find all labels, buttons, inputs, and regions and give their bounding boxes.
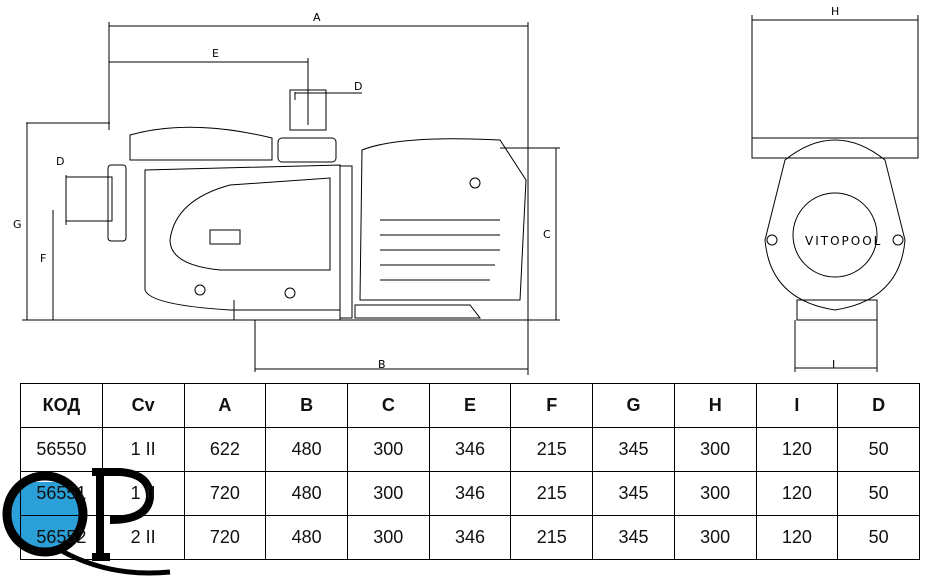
header-f: F <box>510 383 594 428</box>
header-c: C <box>346 383 430 428</box>
cell: 345 <box>592 427 675 472</box>
cell: 300 <box>673 427 757 472</box>
cell: 345 <box>592 471 675 516</box>
cell: 345 <box>592 515 675 560</box>
cell: 215 <box>510 471 594 516</box>
dim-label-d-side: D <box>56 155 64 168</box>
pump-end-view: VITOPOOL <box>751 137 919 321</box>
dim-label-d-top: D <box>354 80 362 93</box>
brand-label: VITOPOOL <box>805 234 882 248</box>
dimension-lines <box>22 15 919 375</box>
table-header-row: КОД Cv A B C E F G H I D <box>20 383 920 428</box>
header-b: B <box>265 383 348 428</box>
header-g: G <box>592 383 675 428</box>
cell: 346 <box>428 471 512 516</box>
cell: 56551 <box>20 471 103 516</box>
cell: 720 <box>183 471 267 516</box>
cell: 346 <box>428 515 512 560</box>
dim-label-g: G <box>13 218 22 231</box>
cell: 215 <box>510 427 594 472</box>
dimension-text: A E D D G F C B H I <box>13 5 839 371</box>
cell: 480 <box>265 471 348 516</box>
cell: 215 <box>510 515 594 560</box>
cell: 480 <box>265 427 348 472</box>
header-a: A <box>183 383 267 428</box>
dim-label-e: E <box>212 47 219 60</box>
dim-label-f: F <box>40 252 46 265</box>
dim-label-i: I <box>832 358 835 371</box>
cell: 2 II <box>101 515 185 560</box>
cell: 300 <box>346 471 430 516</box>
header-d: D <box>837 383 920 428</box>
header-cv: Cv <box>101 383 185 428</box>
cell: 56552 <box>20 515 103 560</box>
header-i: I <box>755 383 839 428</box>
cell: 720 <box>183 515 267 560</box>
cell: 50 <box>837 427 920 472</box>
pump-dimension-drawing: A E D D G F C B H I VITOPOOL <box>13 5 919 375</box>
cell: 480 <box>265 515 348 560</box>
dim-label-b: B <box>378 358 386 371</box>
cell: 50 <box>837 515 920 560</box>
cell: 300 <box>673 515 757 560</box>
cell: 50 <box>837 471 920 516</box>
cell: 300 <box>346 515 430 560</box>
cell: 1 II <box>101 471 185 516</box>
cell: 622 <box>183 427 267 472</box>
header-code: КОД <box>20 383 103 428</box>
header-h: H <box>673 383 757 428</box>
cell: 120 <box>755 471 839 516</box>
dim-label-h: H <box>831 5 839 18</box>
cell: 300 <box>346 427 430 472</box>
cell: 120 <box>755 515 839 560</box>
cell: 300 <box>673 471 757 516</box>
dim-label-c: C <box>543 228 551 241</box>
cell: 120 <box>755 427 839 472</box>
pump-side-view <box>65 89 527 321</box>
cell: 346 <box>428 427 512 472</box>
dim-label-a: A <box>313 11 321 24</box>
cell: 1 II <box>101 427 185 472</box>
cell: 56550 <box>20 427 103 472</box>
header-e: E <box>428 383 512 428</box>
